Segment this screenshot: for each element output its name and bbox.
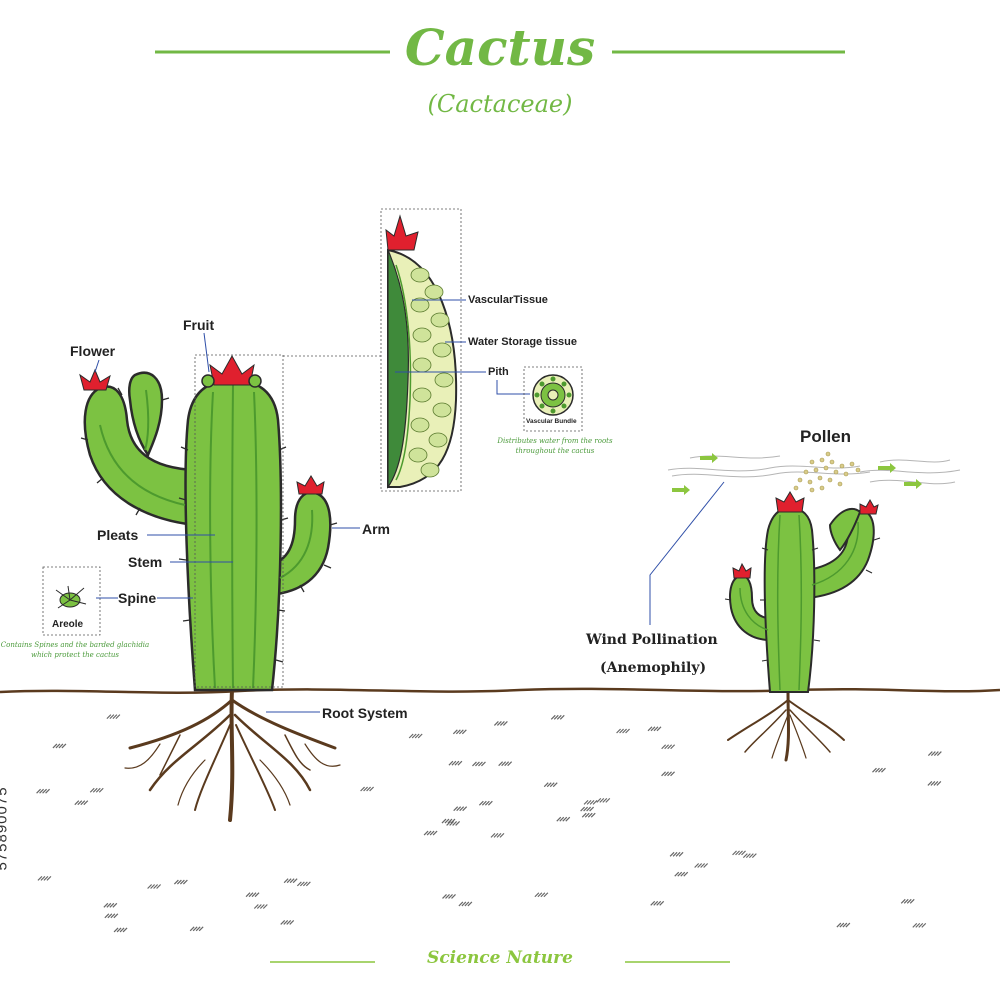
label-pleats: Pleats [97, 527, 139, 543]
cross-section-box [380, 208, 462, 492]
vascular-bundle-box [523, 366, 583, 432]
areole-box [42, 566, 101, 636]
label-pith: Pith [488, 366, 509, 378]
bundle-note-line-1: Distributes water from the roots [497, 437, 613, 445]
stock-id: 575890075 [0, 786, 11, 871]
water-storage-cells [408, 267, 454, 478]
page-title: Cactus [404, 18, 596, 77]
wind-arrows [672, 453, 922, 495]
large-cactus [79, 354, 341, 822]
footer-text: Science Nature [427, 948, 573, 968]
stem-callout-box [194, 354, 284, 688]
small-root-system [727, 690, 845, 762]
areole-note: Contains Spines and the barded glachidia… [0, 640, 150, 660]
ground-line [0, 687, 1000, 694]
root-system [124, 688, 341, 822]
cross-section-flower [385, 214, 419, 251]
label-wind-pollination: Wind Pollination [586, 632, 718, 648]
flower-left [79, 368, 111, 391]
label-anemophily: (Anemophily) [600, 660, 707, 676]
spines [80, 387, 338, 663]
label-arm: Arm [362, 521, 391, 537]
label-pollen: Pollen [800, 427, 852, 446]
label-spine: Spine [118, 590, 157, 606]
label-flower: Flower [70, 343, 116, 359]
areole-note-line-2: which protect the cactus [31, 651, 119, 659]
soil-texture [36, 714, 942, 933]
label-water-storage: Water Storage tissue [468, 336, 578, 348]
label-vascular-tissue: VascularTissue [468, 294, 548, 306]
label-stem: Stem [128, 554, 163, 570]
fruit-left [201, 374, 215, 388]
page-subtitle: (Cactaceae) [427, 90, 573, 118]
label-fruit: Fruit [183, 317, 215, 333]
cross-section [385, 214, 458, 489]
label-root-system: Root System [322, 705, 408, 721]
bundle-note-line-2: throughout the cactus [515, 447, 595, 455]
areole-icon [55, 585, 87, 609]
vascular-tissue-line [395, 264, 412, 481]
bundle-note: Distributes water from the roots through… [490, 436, 620, 456]
wind-leader [649, 481, 725, 625]
areole-note-line-1: Contains Spines and the barded glachidia [0, 641, 150, 649]
small-cactus [724, 491, 881, 762]
flower-right [296, 475, 325, 495]
fruit-right [248, 374, 262, 388]
label-areole: Areole [52, 619, 84, 630]
flower-top [209, 354, 255, 386]
vascular-bundle [532, 374, 574, 416]
pollen-grains [793, 451, 861, 493]
label-vascular-bundle: Vascular Bundle [526, 418, 577, 425]
